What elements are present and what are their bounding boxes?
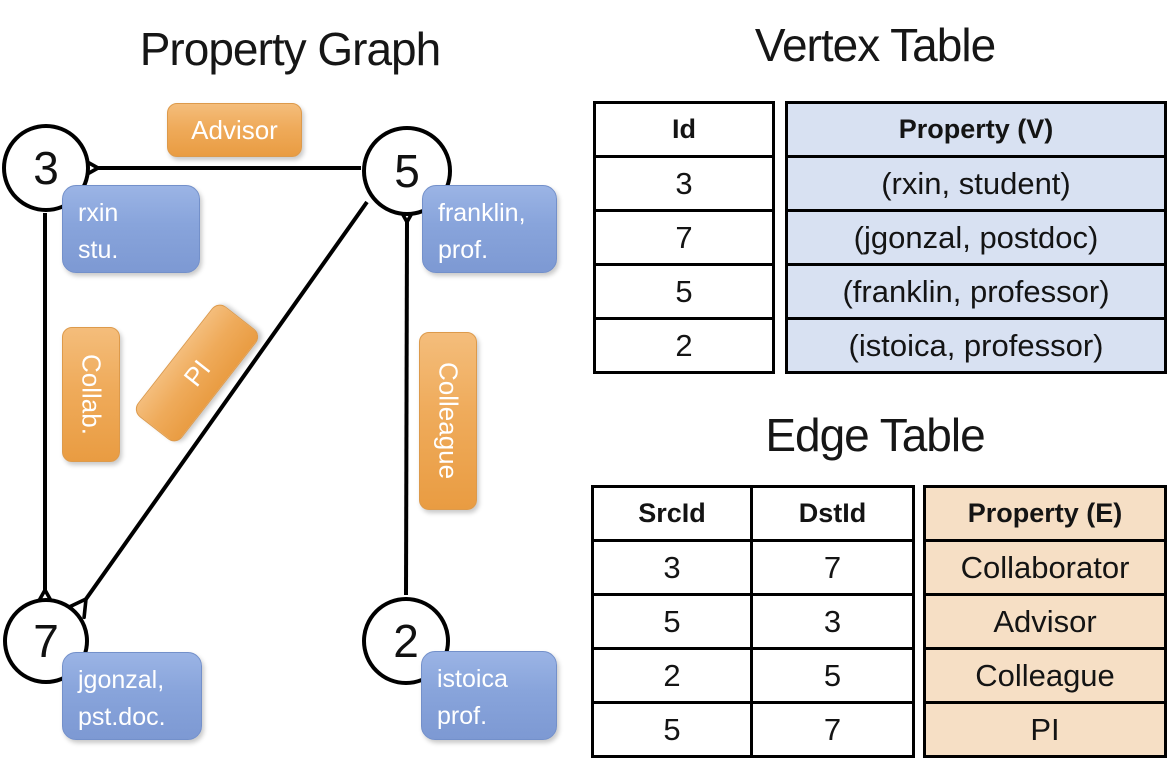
- edge-table-title: Edge Table: [765, 409, 985, 461]
- vertex-table-title: Vertex Table: [754, 19, 996, 71]
- vertex-label-rxin: rxin stu.: [62, 185, 200, 273]
- table-row: 2 5: [594, 647, 912, 701]
- edge-table-ids-columns: SrcId DstId 3 7 5 3 2 5 5 7: [591, 485, 915, 758]
- cell-dstid: 7: [750, 704, 912, 755]
- cell-dstid: 3: [750, 596, 912, 647]
- table-row: 3 7: [594, 539, 912, 593]
- cell-vertex-property: (jgonzal, postdoc): [788, 209, 1164, 263]
- cell-vertex-property: (istoica, professor): [788, 317, 1164, 371]
- edge-table: SrcId DstId 3 7 5 3 2 5 5 7 Property (E)…: [591, 485, 1167, 758]
- edge-label-collab: Collab.: [62, 327, 120, 462]
- edge-5-to-7: [67, 200, 369, 620]
- vertex-label-jgonzal: jgonzal, pst.doc.: [62, 652, 202, 740]
- vertex-label-line: prof.: [438, 236, 489, 264]
- cell-srcid: 3: [663, 549, 681, 585]
- cell-id: 3: [596, 155, 772, 209]
- column-header-srcid: SrcId: [638, 498, 706, 528]
- column-header-property-v: Property (V): [898, 114, 1054, 144]
- cell-id: 2: [596, 317, 772, 371]
- cell-edge-property: Advisor: [926, 593, 1164, 647]
- vertex-label-line: istoica: [437, 665, 508, 693]
- cell-srcid: 5: [663, 603, 681, 639]
- edge-2-to-5: [396, 204, 418, 596]
- cell-edge-property: Collaborator: [926, 539, 1164, 593]
- cell-dstid: 5: [750, 650, 912, 701]
- column-header-property-e: Property (E): [967, 498, 1123, 528]
- graph-edges-layer: [34, 157, 418, 620]
- vertex-label-line: jgonzal,: [78, 666, 165, 694]
- cell-id: 5: [596, 263, 772, 317]
- vertex-table: Id 3 7 5 2 Property (V) (rxin, student) …: [593, 101, 1167, 374]
- vertex-label-istoica: istoica prof.: [421, 651, 557, 740]
- edge-label-advisor: Advisor: [167, 103, 302, 157]
- cell-srcid: 5: [663, 711, 681, 747]
- cell-vertex-property: (franklin, professor): [788, 263, 1164, 317]
- graph-node-2: 2: [362, 597, 450, 685]
- vertex-label-line: pst.doc.: [78, 703, 166, 731]
- cell-vertex-property: (rxin, student): [788, 155, 1164, 209]
- vertex-table-id-column: Id 3 7 5 2: [593, 101, 775, 374]
- cell-dstid: 7: [750, 542, 912, 593]
- property-graph-title: Property Graph: [139, 23, 441, 75]
- table-row: 5 3: [594, 593, 912, 647]
- table-row: 5 7: [594, 701, 912, 755]
- vertex-label-line: rxin: [78, 199, 119, 227]
- vertex-label-line: prof.: [437, 702, 488, 730]
- edge-label-colleague: Colleague: [419, 332, 477, 510]
- cell-edge-property: PI: [926, 701, 1164, 755]
- table-row: SrcId DstId: [594, 488, 912, 539]
- vertex-table-property-column: Property (V) (rxin, student) (jgonzal, p…: [785, 101, 1167, 374]
- cell-id: 7: [596, 209, 772, 263]
- vertex-label-line: stu.: [78, 236, 119, 264]
- column-header-id: Id: [672, 114, 696, 144]
- vertex-label-line: franklin,: [438, 199, 526, 227]
- vertex-label-franklin: franklin, prof.: [422, 185, 557, 273]
- column-header-dstid: DstId: [750, 488, 912, 539]
- edge-table-property-column: Property (E) Collaborator Advisor Collea…: [923, 485, 1167, 758]
- cell-edge-property: Colleague: [926, 647, 1164, 701]
- cell-srcid: 2: [663, 657, 681, 693]
